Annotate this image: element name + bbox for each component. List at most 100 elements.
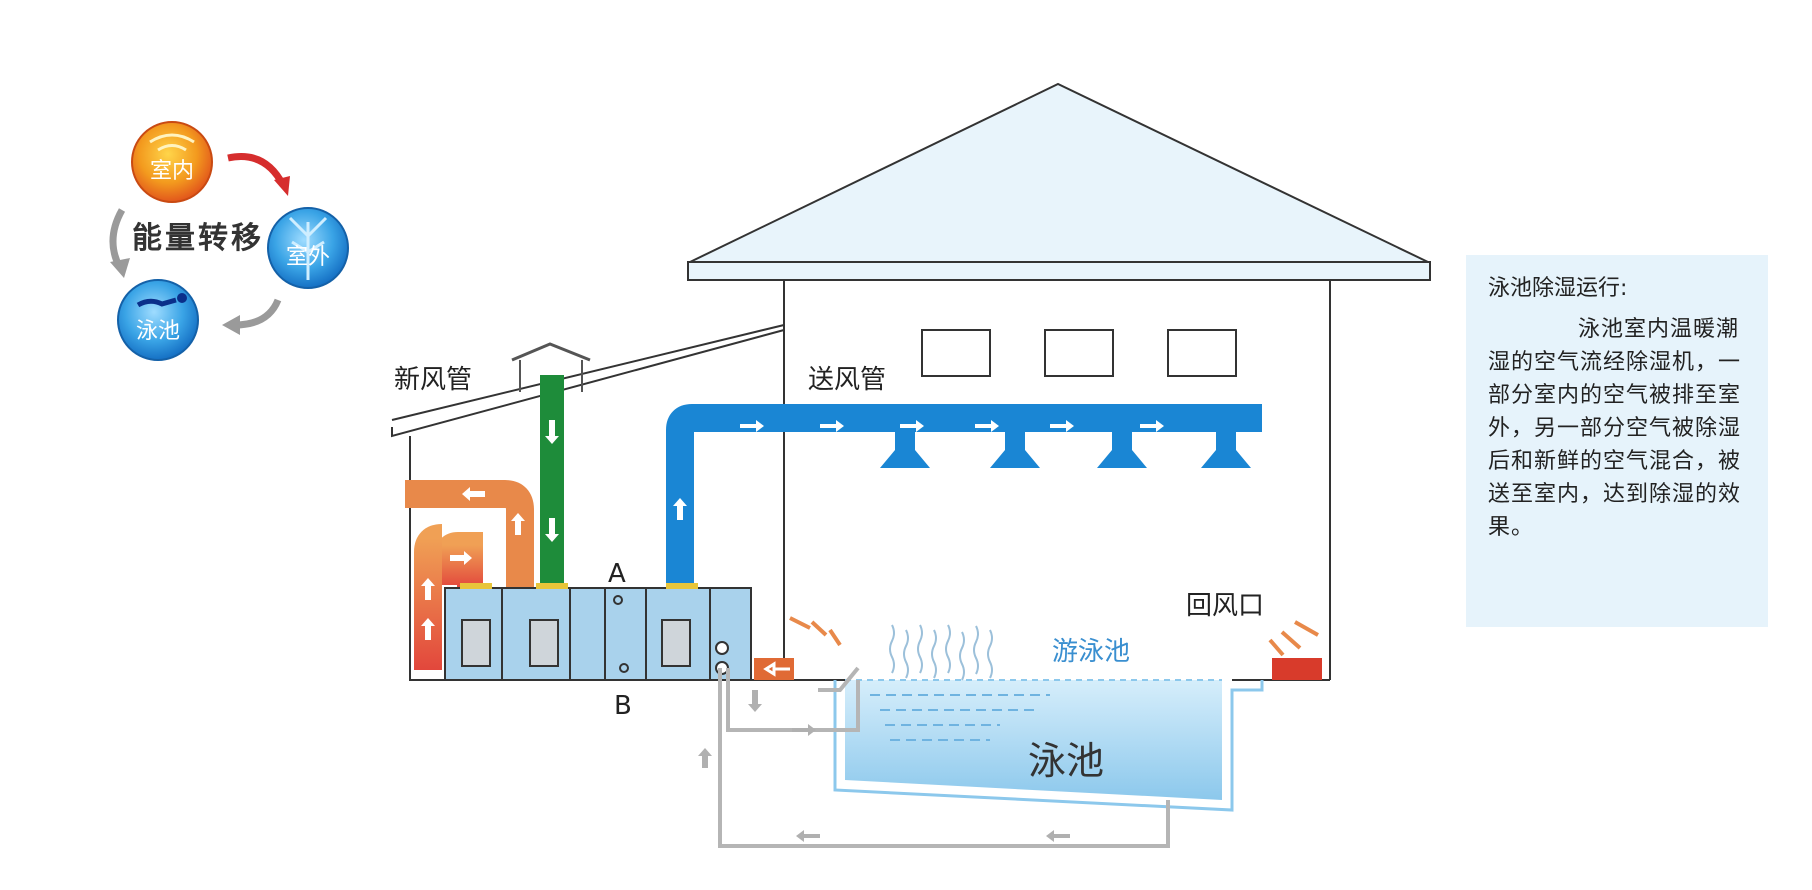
annex-roof xyxy=(391,329,785,438)
pipe-return-loop xyxy=(718,668,1170,848)
pool-water xyxy=(845,680,1222,800)
info-body: 泳池室内温暖潮湿的空气流经除湿机，一部分室内的空气被排至室外，另一部分空气被除湿… xyxy=(1488,317,1742,540)
diffuser-1 xyxy=(880,432,930,468)
cycle-arrow-gray-bottom-head xyxy=(222,315,240,335)
fresh-down-arrow xyxy=(545,420,559,444)
water-ripples xyxy=(870,694,1050,741)
supply-up-arrow xyxy=(673,498,687,520)
vapor xyxy=(903,629,909,679)
swimming-pool-label: 游泳池 xyxy=(1052,637,1130,667)
supply-arrow xyxy=(740,420,764,432)
supply-arrow xyxy=(975,420,999,432)
point-b-dot xyxy=(619,663,629,673)
fresh-air-duct-label: 新风管 xyxy=(394,365,472,395)
pipe-intake xyxy=(818,666,860,692)
vapor xyxy=(889,624,895,674)
unit-collar xyxy=(460,583,492,589)
supply-arrow xyxy=(900,420,924,432)
return-vents xyxy=(754,616,1322,680)
wifi-icon-inner xyxy=(157,144,187,152)
roof-eave xyxy=(687,261,1431,281)
exhaust-up-arrow xyxy=(421,578,435,600)
vapor xyxy=(945,624,951,674)
exhaust-duct-top xyxy=(405,480,534,588)
main-walls xyxy=(783,280,1331,680)
main-roof xyxy=(689,82,1429,263)
energy-transfer-label: 能量转移 xyxy=(132,221,264,256)
window-2 xyxy=(1044,329,1114,377)
pool-wall xyxy=(833,680,1264,812)
exhaust-up-arrow xyxy=(421,618,435,640)
unit-collar xyxy=(666,583,698,589)
pipe-arrow xyxy=(796,830,820,842)
point-a-label: A xyxy=(608,559,626,589)
info-panel: 泳池除湿运行: 泳池室内温暖潮湿的空气流经除湿机，一部分室内的空气被排至室外，另… xyxy=(1466,255,1768,627)
diffuser-3 xyxy=(1097,432,1147,468)
return-vent-arrow xyxy=(763,661,790,677)
tree-icon xyxy=(288,216,328,280)
return-vent-right xyxy=(1272,658,1322,680)
info-title: 泳池除湿运行: xyxy=(1488,276,1628,301)
exhaust-left-arrow xyxy=(462,487,485,501)
evaporation-lines xyxy=(889,624,993,681)
unit-body xyxy=(444,587,752,681)
vapor xyxy=(931,629,937,679)
swimmer-icon xyxy=(136,297,177,308)
window-3 xyxy=(1167,329,1237,377)
point-b-label: B xyxy=(614,691,632,721)
diffuser-2 xyxy=(990,432,1040,468)
return-arrow xyxy=(1280,630,1302,650)
dehumidifier-unit xyxy=(444,583,752,681)
exhaust-duct-small xyxy=(435,532,483,588)
return-arrow xyxy=(1268,638,1285,657)
return-arrow xyxy=(1294,620,1319,637)
return-arrow xyxy=(828,628,842,647)
annex-roof-top xyxy=(391,324,785,421)
fresh-air-duct xyxy=(540,375,564,585)
exhaust-duct-riser xyxy=(414,524,443,670)
pipe-arrows xyxy=(698,690,1070,842)
pool-basin-label: 泳池 xyxy=(1028,739,1104,783)
return-arrow xyxy=(810,620,828,637)
pipe-arrow xyxy=(792,724,816,736)
pipe-port xyxy=(715,641,729,655)
unit-door xyxy=(461,619,491,667)
supply-arrow xyxy=(1140,420,1164,432)
fresh-air-cap-sides xyxy=(519,360,583,392)
supply-arrow xyxy=(820,420,844,432)
unit-sections xyxy=(501,588,711,680)
building xyxy=(391,82,1431,681)
supply-air-duct xyxy=(666,404,1262,588)
return-air-vent-label: 回风口 xyxy=(1186,591,1264,621)
water-pipes xyxy=(698,666,1170,848)
supply-arrow xyxy=(1050,420,1074,432)
pipe-arrow xyxy=(1046,830,1070,842)
cycle-arrow-gray-bottom xyxy=(234,298,282,329)
return-air-arrows xyxy=(789,616,1319,657)
cycle-arrow-gray-left xyxy=(109,208,126,270)
vapor xyxy=(973,625,979,675)
vapor xyxy=(987,629,993,679)
ducts xyxy=(405,375,1262,670)
swimming-pool xyxy=(833,624,1264,812)
pipe-arrow xyxy=(698,748,712,768)
unit-collar xyxy=(536,583,568,589)
unit-door xyxy=(661,619,691,667)
cycle-arrow-red-head xyxy=(274,176,290,196)
vapor xyxy=(959,631,965,681)
fresh-air-cap xyxy=(511,342,591,362)
wifi-icon xyxy=(149,133,195,144)
duct-arrows xyxy=(421,420,1164,640)
swimmer-head xyxy=(177,293,187,303)
return-arrow xyxy=(789,616,811,630)
supply-air-duct-label: 送风管 xyxy=(808,365,886,395)
cycle-arrow-gray-left-head xyxy=(110,258,130,278)
supply-diffusers xyxy=(880,432,1251,468)
point-a-dot xyxy=(613,595,623,605)
outdoor-label: 室外 xyxy=(286,245,330,270)
diffuser-4 xyxy=(1201,432,1251,468)
energy-cycle: 室内 室外 泳池 能量转移 xyxy=(109,121,349,361)
vapor xyxy=(917,624,923,674)
window-1 xyxy=(921,329,991,377)
